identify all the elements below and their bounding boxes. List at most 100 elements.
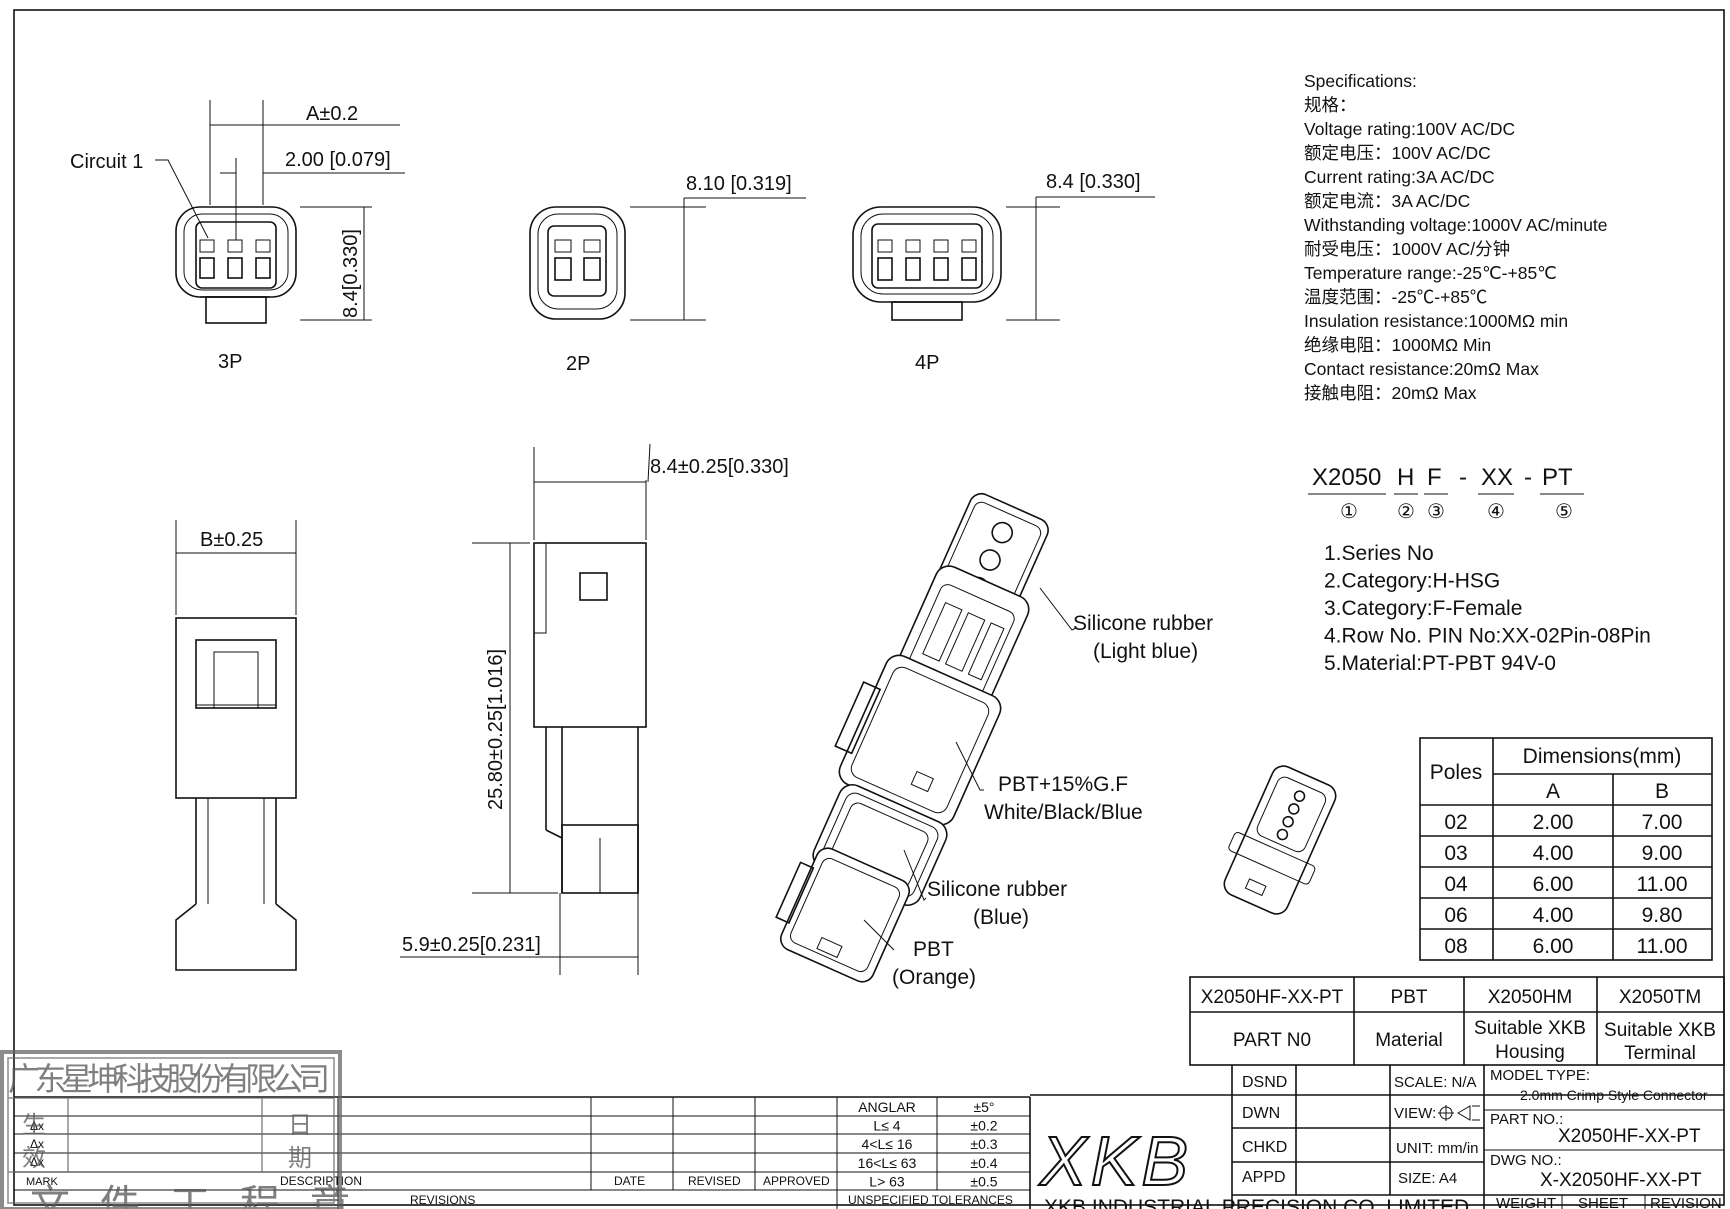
- company-logo: XKB: [1038, 1122, 1192, 1200]
- dim-length: 25.80±0.25[1.016]: [485, 649, 507, 810]
- header-col-a: A: [1546, 780, 1560, 803]
- marker-4: ④: [1487, 501, 1505, 523]
- front-view-3p: [155, 100, 405, 324]
- cell-poles: 08: [1444, 935, 1467, 958]
- terminal-label-1: Suitable XKB: [1604, 1020, 1716, 1041]
- revised-label: REVISED: [688, 1174, 741, 1188]
- housing-value: X2050HM: [1488, 987, 1573, 1008]
- dim-b: B±0.25: [200, 529, 263, 551]
- appd-label: APPD: [1242, 1169, 1286, 1186]
- scale-label: SCALE: N/A: [1394, 1074, 1477, 1091]
- spec-line: 耐受电压：1000V AC/分钟: [1304, 239, 1510, 259]
- view-label: VIEW:: [1394, 1105, 1436, 1122]
- unit-label: UNIT: mm/in: [1396, 1140, 1479, 1157]
- housing-label-1: Suitable XKB: [1474, 1018, 1586, 1039]
- label-circuit: Circuit 1: [70, 151, 143, 173]
- callout-silicone-blue-1: Silicone rubber: [927, 878, 1067, 901]
- cell-poles: 04: [1444, 873, 1468, 896]
- legend-line: 2.Category:H-HSG: [1324, 570, 1500, 593]
- part-no-label: PART NO.:: [1490, 1111, 1563, 1128]
- legend-line: 4.Row No. PIN No:XX-02Pin-08Pin: [1324, 625, 1651, 648]
- cell-b: 7.00: [1642, 811, 1683, 834]
- stamp-seal-2: 效: [22, 1144, 46, 1172]
- dim-height-2p: 8.10 [0.319]: [686, 173, 792, 195]
- code-xx: XX: [1481, 464, 1513, 491]
- model-type-label: MODEL TYPE:: [1490, 1067, 1590, 1084]
- dwg-no-label: DWG NO.:: [1490, 1152, 1562, 1169]
- tolerance-value: ±0.3: [970, 1136, 997, 1152]
- dwg-no-value: X-X2050HF-XX-PT: [1540, 1170, 1702, 1191]
- part-table: X2050HF-XX-PT PBT X2050HM X2050TM PART N…: [1189, 976, 1725, 1066]
- spec-line: 额定电压：100V AC/DC: [1304, 143, 1491, 163]
- mark-label: MARK: [26, 1176, 58, 1188]
- header-dimensions: Dimensions(mm): [1523, 745, 1682, 768]
- top-view: [175, 520, 297, 971]
- chkd-label: CHKD: [1242, 1139, 1287, 1156]
- cell-a: 4.00: [1533, 842, 1574, 865]
- code-h: H: [1397, 464, 1414, 491]
- projection-icon: [1438, 1105, 1480, 1121]
- marker-1: ①: [1340, 501, 1358, 523]
- delta-1: Δx: [30, 1119, 44, 1133]
- exploded-view: [775, 492, 1077, 983]
- callout-silicone-light-1: Silicone rubber: [1073, 612, 1213, 635]
- part-no-value: X2050HF-XX-PT: [1558, 1126, 1701, 1147]
- stamp-date-1: 日: [288, 1111, 312, 1139]
- material-label: Material: [1375, 1030, 1443, 1051]
- spec-line: 绝缘电阻：1000MΩ Min: [1304, 335, 1491, 355]
- legend-line: 5.Material:PT-PBT 94V-0: [1324, 652, 1556, 675]
- model-type-value: 2.0mm Crimp Style Connector: [1520, 1087, 1708, 1103]
- cell-b: 9.00: [1642, 842, 1683, 865]
- sheet-label: SHEET: [1578, 1195, 1628, 1209]
- label-2p: 2P: [566, 353, 590, 375]
- approved-label: APPROVED: [763, 1174, 830, 1188]
- marker-2: ②: [1397, 501, 1415, 523]
- tolerance-table: ANGLAR±5°L≤ 4±0.24<L≤ 16±0.316<L≤ 63±0.4…: [858, 1099, 998, 1189]
- code-dash-2: -: [1524, 464, 1532, 491]
- stamp-date-2: 期: [288, 1144, 312, 1172]
- stamp-company: 广东星坤科技股份有限公司: [8, 1060, 330, 1098]
- cell-a: 4.00: [1533, 904, 1574, 927]
- weight-label: WEIGHT: [1496, 1195, 1556, 1209]
- spec-line: Temperature range:-25℃-+85℃: [1304, 263, 1557, 283]
- code-f: F: [1427, 464, 1442, 491]
- part-code: X2050 H F - XX - PT ① ② ③ ④ ⑤: [1308, 464, 1584, 523]
- spec-line: 接触电阻：20mΩ Max: [1304, 383, 1477, 403]
- cell-b: 11.00: [1637, 935, 1688, 958]
- cell-poles: 06: [1444, 904, 1467, 927]
- spec-line: 温度范围：-25℃-+85℃: [1304, 287, 1487, 307]
- dim-a: A±0.2: [306, 103, 358, 125]
- tolerance-range: L≤ 4: [873, 1118, 900, 1134]
- tolerance-value: ±0.5: [970, 1173, 997, 1189]
- marker-3: ③: [1427, 501, 1445, 523]
- revisions-label: REVISIONS: [410, 1193, 475, 1207]
- terminal-value: X2050TM: [1619, 987, 1701, 1008]
- side-view: [400, 443, 651, 975]
- spec-line: Insulation resistance:1000MΩ min: [1304, 311, 1568, 331]
- code-pt: PT: [1542, 464, 1573, 491]
- dim-height-4p: 8.4 [0.330]: [1046, 171, 1141, 193]
- specifications: Specifications: 规格： Voltage rating:100V AC…: [1304, 71, 1608, 403]
- tolerance-range: L> 63: [869, 1173, 905, 1189]
- small-iso-view: [1223, 765, 1337, 915]
- spec-line: Contact resistance:20mΩ Max: [1304, 359, 1539, 379]
- part-number-value: X2050HF-XX-PT: [1201, 987, 1344, 1008]
- callout-pbt-gf-2: White/Black/Blue: [984, 801, 1143, 824]
- spec-line: Current rating:3A AC/DC: [1304, 167, 1495, 187]
- cell-a: 2.00: [1533, 811, 1574, 834]
- dim-side-width: 8.4±0.25[0.330]: [650, 456, 789, 478]
- terminal-label-2: Terminal: [1624, 1043, 1696, 1064]
- cell-b: 11.00: [1637, 873, 1688, 896]
- label-3p: 3P: [218, 351, 242, 373]
- code-series: X2050: [1312, 464, 1381, 491]
- spec-line: 规格：: [1304, 95, 1357, 115]
- spec-line: Withstanding voltage:1000V AC/minute: [1304, 215, 1608, 235]
- tolerance-range: ANGLAR: [858, 1099, 916, 1115]
- spec-line: 额定电流：3A AC/DC: [1304, 191, 1470, 211]
- code-dash-1: -: [1459, 464, 1467, 491]
- callout-pbt-gf-1: PBT+15%G.F: [998, 773, 1128, 796]
- title-block: DSND DWN CHKD APPD SCALE: N/A VIEW: UNIT…: [14, 1065, 1724, 1209]
- spec-line: Specifications:: [1304, 71, 1417, 91]
- spec-line: Voltage rating:100V AC/DC: [1304, 119, 1515, 139]
